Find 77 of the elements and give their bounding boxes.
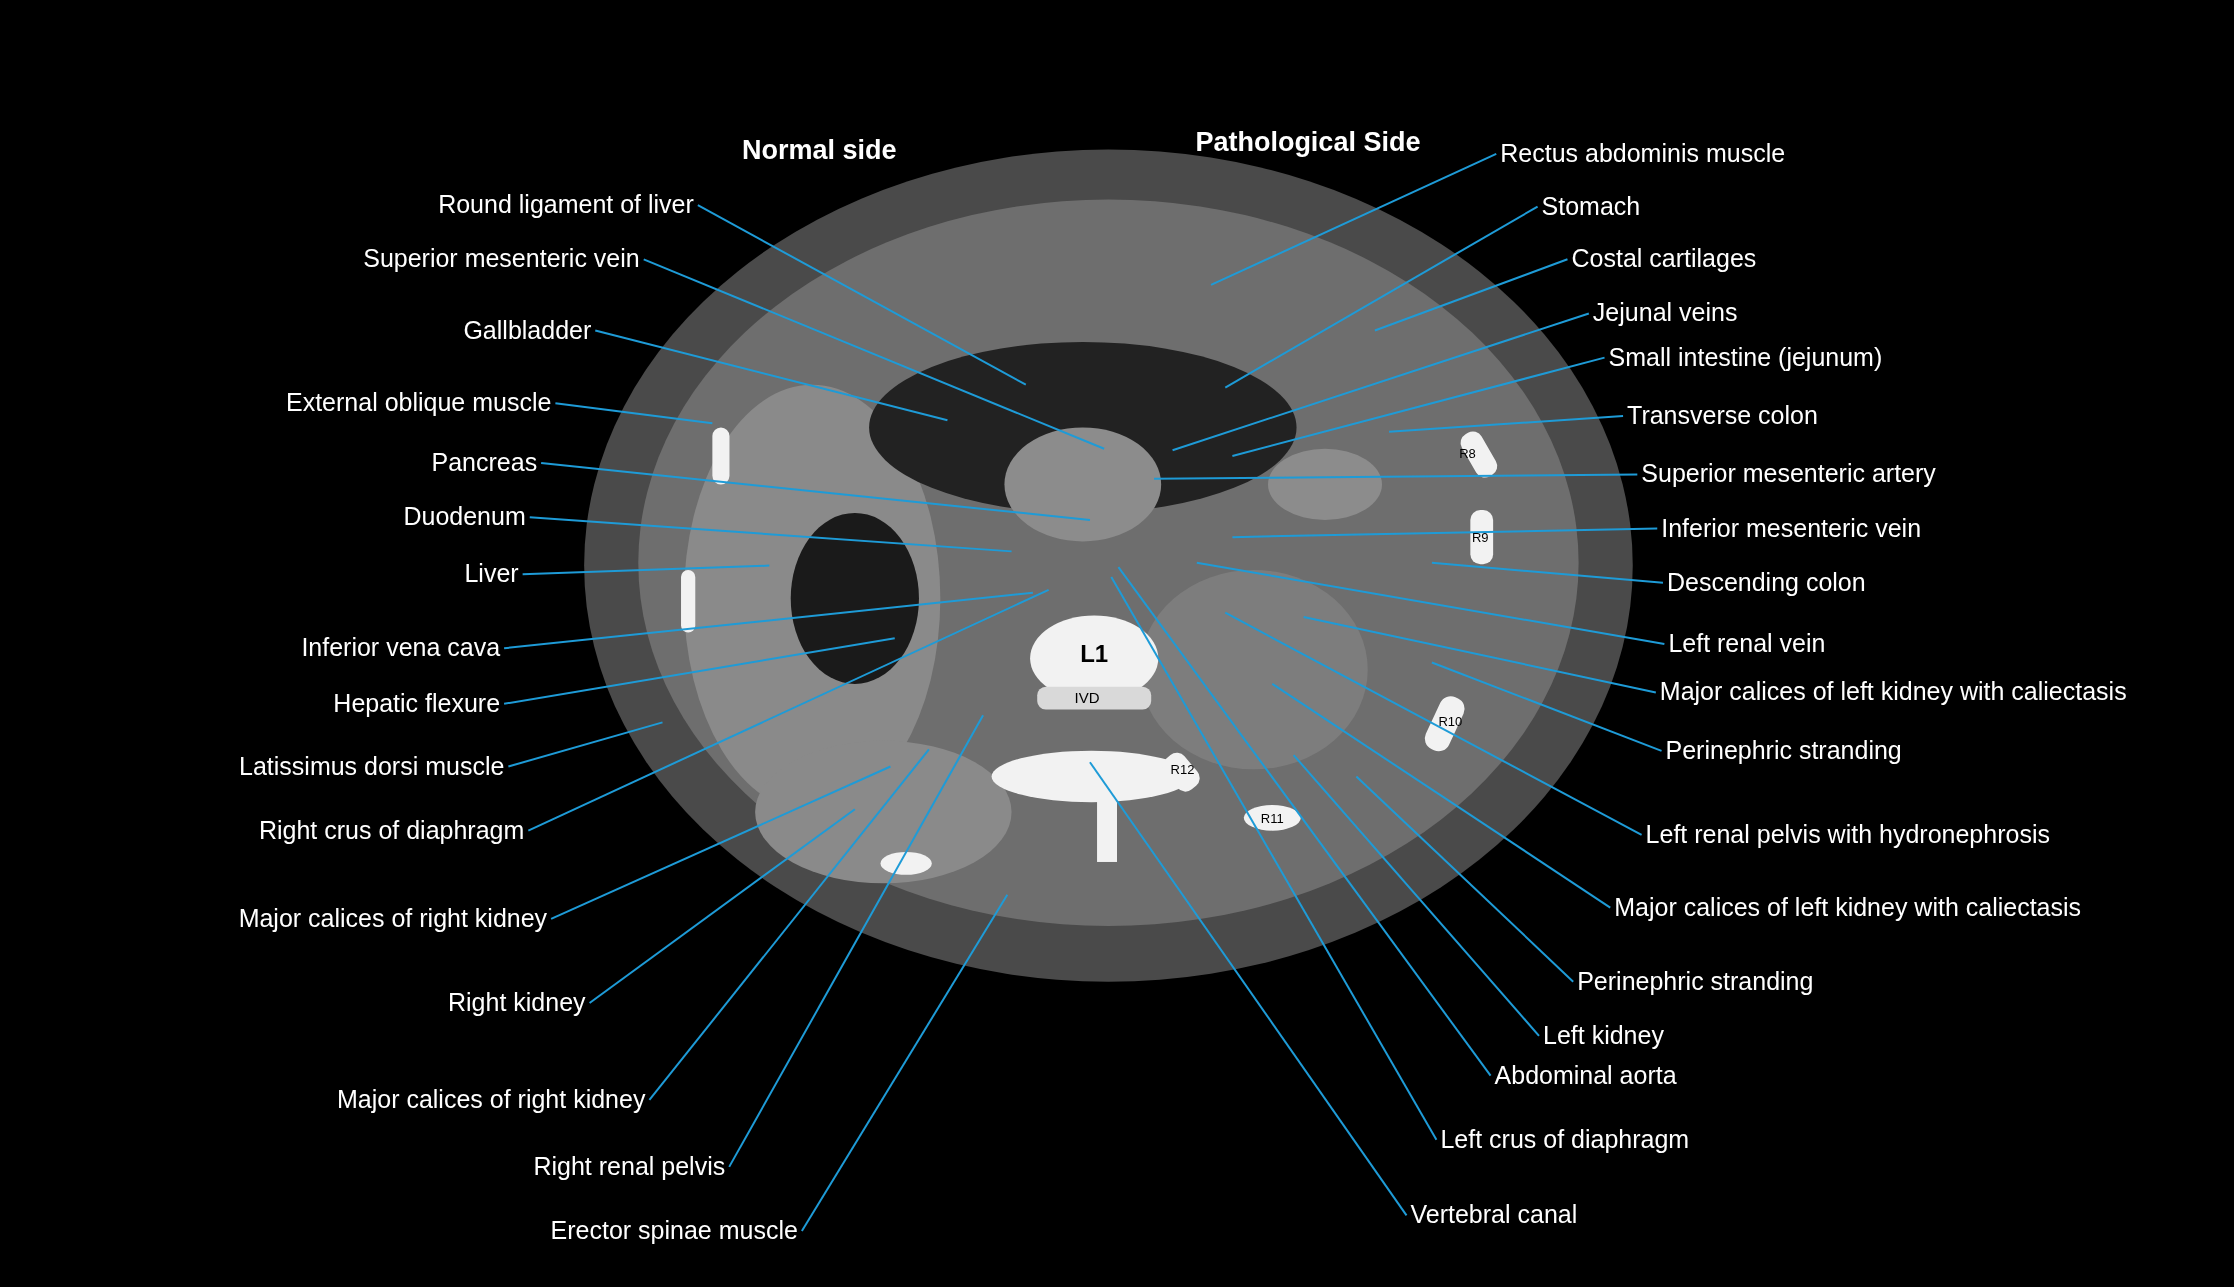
structure-marker: IVD	[1074, 689, 1100, 705]
anatomy-label: Descending colon	[1666, 567, 1866, 599]
leader-line	[1171, 312, 1590, 452]
anatomy-label: Major calices of left kidney with caliectasis	[1659, 676, 2127, 708]
anatomy-label: Right kidney	[448, 987, 586, 1019]
leader-line	[528, 516, 1013, 553]
anatomy-label: Inferior mesenteric vein	[1661, 512, 1922, 544]
leader-line	[1355, 775, 1575, 983]
leader-line	[507, 721, 664, 768]
leader-line	[1195, 561, 1666, 645]
anatomy-label: Perinephric stranding	[1577, 966, 1814, 997]
anatomy-label: Costal cartilages	[1571, 243, 1757, 275]
structure-marker: R9	[1472, 530, 1489, 544]
leader-line	[1224, 205, 1539, 389]
anatomy-label: Jejunal veins	[1592, 297, 1738, 329]
anatomy-label: Gallbladder	[463, 314, 592, 346]
anatomy-label: Major calices of left kidney with caliectasis	[1614, 891, 2082, 923]
leader-line	[1231, 527, 1659, 539]
anatomy-label: Transverse colon	[1627, 400, 1818, 432]
leader-line	[1231, 356, 1606, 457]
leader-line	[696, 204, 1027, 386]
side-heading: Normal side	[741, 136, 897, 164]
structure-marker: R10	[1438, 714, 1463, 728]
leader-line	[588, 808, 856, 1004]
leader-line	[648, 748, 930, 1101]
anatomy-label: Rectus abdominis muscle	[1500, 138, 1786, 170]
anatomy-label: Left renal pelvis with hydronephrosis	[1645, 819, 2050, 851]
anatomy-label: Left renal vein	[1668, 628, 1826, 660]
anatomy-label: Latissimus dorsi muscle	[239, 750, 505, 782]
anatomy-label: Right renal pelvis	[533, 1151, 726, 1183]
anatomy-label: Abdominal aorta	[1494, 1060, 1677, 1092]
leader-line	[1430, 561, 1664, 584]
leader-line	[1302, 615, 1657, 694]
anatomy-label: Liver	[464, 558, 519, 590]
anatomy-label: Erector spinae muscle	[550, 1215, 798, 1247]
structure-marker: R12	[1170, 762, 1195, 776]
anatomy-label: Inferior vena cava	[301, 632, 501, 664]
anatomy-label: Right crus of diaphragm	[258, 815, 525, 846]
anatomy-label: Superior mesenteric vein	[363, 243, 640, 275]
leader-line	[503, 637, 896, 705]
anatomy-label: Pancreas	[431, 447, 538, 479]
anatomy-label: Stomach	[1541, 190, 1641, 222]
leader-line	[521, 564, 771, 576]
leader-line	[1271, 682, 1612, 909]
anatomy-label: Left kidney	[1543, 1020, 1664, 1052]
leader-line	[1373, 258, 1569, 332]
anatomy-label: External oblique muscle	[285, 387, 552, 419]
structure-marker: R11	[1260, 811, 1284, 825]
anatomy-label: Round ligament of liver	[438, 189, 694, 221]
leader-line	[554, 402, 714, 425]
leader-line	[800, 893, 1009, 1232]
leader-line	[1088, 761, 1408, 1217]
leader-line	[527, 588, 1050, 832]
anatomy-label: Hepatic flexure	[333, 688, 501, 720]
leader-line	[540, 462, 1091, 522]
anatomy-label: Major calices of right kidney	[336, 1084, 646, 1116]
side-heading: Pathological Side	[1195, 128, 1421, 156]
anatomy-label: Vertebral canal	[1410, 1199, 1578, 1231]
structure-marker: L1	[1080, 641, 1109, 666]
leader-line	[1430, 661, 1663, 752]
anatomy-label: Major calices of right kidney	[238, 903, 548, 935]
anatomy-label: Superior mesenteric artery	[1641, 458, 1936, 490]
anatomy-label: Perinephric stranding	[1665, 735, 1902, 767]
leader-line	[594, 329, 949, 422]
leader-line	[642, 258, 1106, 450]
leader-line	[1110, 576, 1438, 1141]
leader-line	[1117, 566, 1492, 1077]
anatomy-label: Left crus of diaphragm	[1440, 1124, 1690, 1156]
structure-marker: R8	[1459, 446, 1476, 460]
leader-line	[503, 591, 1034, 650]
leader-line	[728, 714, 985, 1168]
leader-line	[1224, 611, 1643, 836]
leader-line	[1292, 754, 1540, 1037]
leader-line	[550, 765, 892, 920]
leader-line	[1210, 152, 1498, 286]
anatomy-label: Duodenum	[403, 501, 526, 533]
anatomy-label: Small intestine (jejunum)	[1608, 342, 1883, 373]
